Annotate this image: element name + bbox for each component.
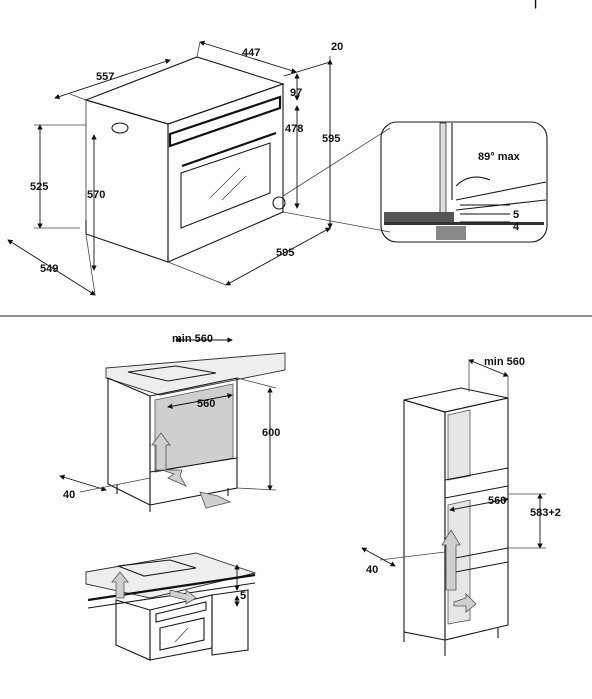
angle-arc (455, 176, 491, 187)
tall-airflow-in-arrow (453, 593, 477, 613)
dim-478: 478 (285, 123, 303, 135)
oven-side-face (85, 99, 169, 263)
tall-cabinet-side (403, 399, 446, 641)
detail-gap-4: 4 (513, 221, 520, 233)
tall-cabinet-top (403, 387, 509, 413)
detail-gap-5: 5 (513, 209, 519, 221)
right-height: 583+2 (530, 507, 561, 519)
detail-inset (380, 121, 548, 243)
cabinet-side (107, 377, 151, 506)
bottom-gap: 5 (240, 590, 246, 602)
tall-cabinet (361, 359, 546, 656)
dim-557: 557 (96, 71, 114, 83)
tall-airflow-up-arrow (441, 529, 461, 591)
mid-min-width: min 560 (172, 333, 213, 345)
right-inner-width: 560 (488, 495, 506, 507)
bottom-countertop (85, 552, 257, 599)
oven-front (167, 83, 284, 263)
dim-97: 97 (290, 87, 302, 99)
side-mount (111, 122, 129, 134)
oven-drawing (7, 40, 391, 296)
bottom-hob (117, 559, 197, 577)
countertop (105, 352, 286, 396)
oven-top-face (84, 56, 285, 125)
detail-frame (380, 121, 548, 243)
dim-595-width: 595 (276, 247, 294, 259)
dim-525: 525 (30, 181, 48, 193)
mid-inner-width: 560 (197, 398, 215, 410)
dim-549: 549 (40, 263, 58, 275)
airflow-back-arrow (161, 469, 187, 487)
airflow-in-arrow (199, 491, 232, 509)
airflow-up-arrow (151, 432, 171, 471)
undercounter-cabinet (59, 337, 286, 512)
dim-20: 20 (331, 41, 343, 53)
dim-595-height: 595 (322, 133, 340, 145)
mid-height: 600 (262, 427, 280, 439)
corner-mark: | (534, 0, 537, 9)
hinge-circle (272, 196, 286, 210)
dim-570: 570 (87, 189, 105, 201)
oven-control-panel (168, 95, 282, 148)
tall-cabinet-front (444, 397, 509, 641)
oven-window (180, 142, 271, 229)
right-depth: 40 (366, 564, 378, 576)
right-min-width: min 560 (484, 356, 525, 368)
detail-angle: 89° max (478, 151, 521, 163)
mid-depth: 40 (63, 489, 75, 501)
installed-oven (85, 552, 257, 661)
hob-cutout (127, 365, 217, 382)
oven-handle (181, 131, 277, 168)
dim-447: 447 (242, 47, 260, 59)
